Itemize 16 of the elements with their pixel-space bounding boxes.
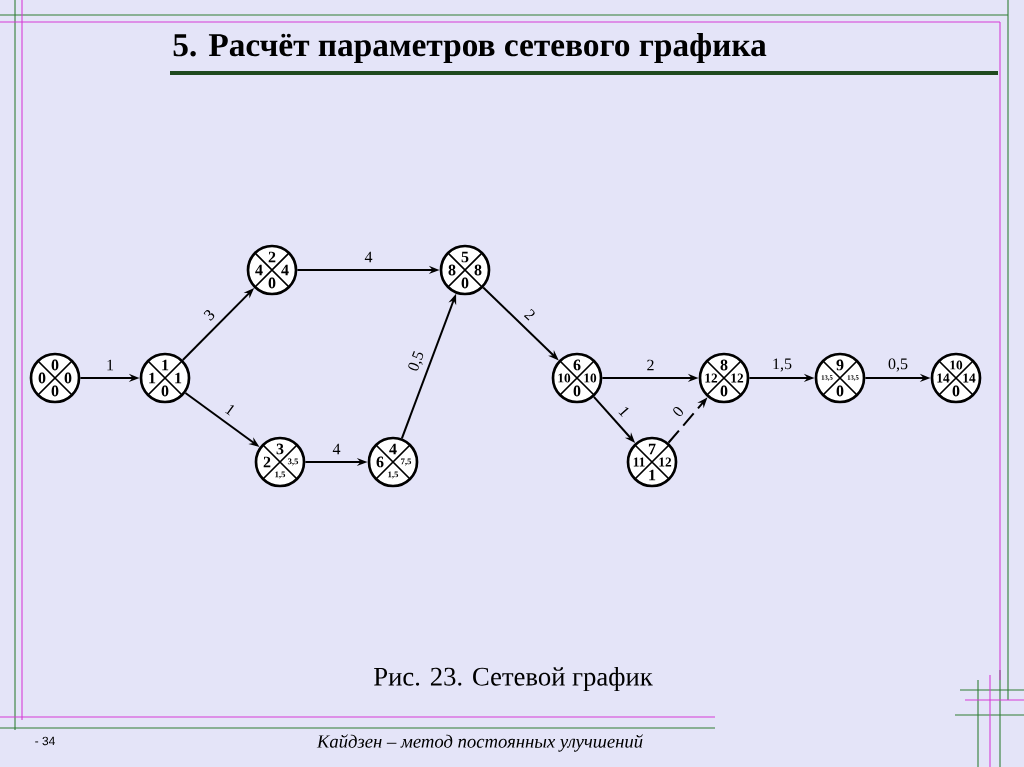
page-number: - 34: [35, 736, 55, 746]
edge-label: 0,5: [408, 351, 424, 371]
edge-label: 2: [523, 309, 535, 321]
edge-label: 0: [673, 406, 683, 417]
edge-label: 3: [203, 310, 215, 321]
edge-label: 1,5: [773, 358, 792, 372]
footer-text: Кайдзен – метод постоянных улучшений: [316, 734, 643, 752]
edge-label: 1: [107, 359, 114, 371]
edge-label: 1: [618, 407, 629, 418]
edge-label: 4: [364, 251, 373, 263]
title: 5. Расчёт параметров сетевого графика: [173, 32, 767, 64]
edge-label: 1: [225, 405, 235, 416]
edge-label: 4: [332, 443, 341, 455]
caption: Рис. 23. Сетевой график: [374, 666, 653, 692]
edge-label: 2: [647, 359, 654, 371]
edge-label: 0,5: [888, 358, 908, 372]
